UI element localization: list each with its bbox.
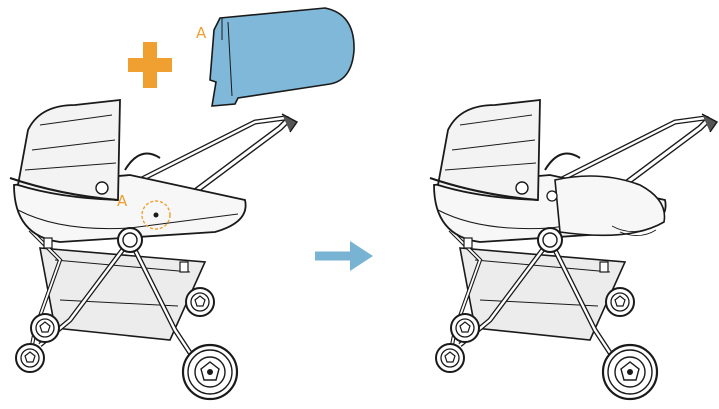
stroller-after <box>430 100 717 399</box>
footmuff-cover-part <box>209 7 355 107</box>
part-label-mount: A <box>117 192 128 210</box>
arrow-right-icon <box>315 241 373 271</box>
footmuff-cover-fitted <box>554 175 666 237</box>
plus-icon <box>128 42 172 88</box>
part-label-top: A <box>196 24 207 42</box>
mount-point-marker <box>141 200 171 230</box>
stroller-before: A <box>10 100 297 399</box>
